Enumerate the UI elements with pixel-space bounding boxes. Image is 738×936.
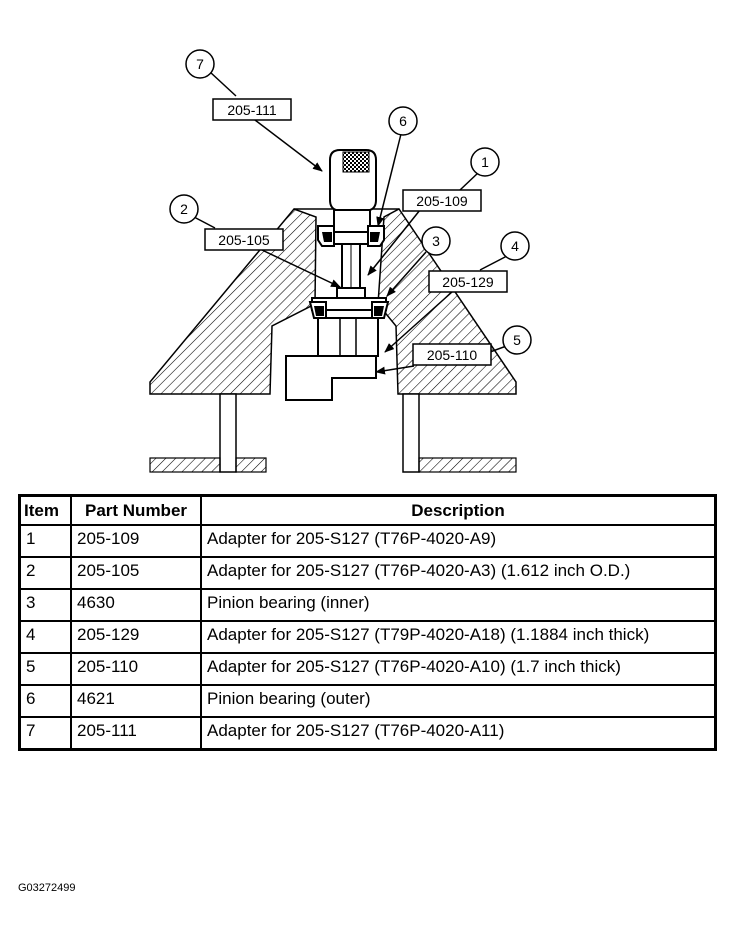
handle-205-111 (329, 149, 377, 235)
table-row: 2 205-105 Adapter for 205-S127 (T76P-402… (18, 556, 717, 590)
table-row: 1 205-109 Adapter for 205-S127 (T76P-402… (18, 524, 717, 558)
figure-id: G03272499 (18, 882, 76, 894)
callout-1: 1 205-109 (402, 147, 500, 212)
svg-text:4: 4 (511, 238, 519, 254)
cell-part-number: 205-129 (70, 620, 202, 654)
cell-item: 4 (18, 620, 72, 654)
svg-text:205-129: 205-129 (442, 274, 494, 290)
inner-bearing (308, 297, 390, 319)
cell-part-number: 205-105 (70, 556, 202, 590)
cell-item: 3 (18, 588, 72, 622)
parts-table: Item Part Number Description 1 205-109 A… (18, 494, 717, 751)
table-header-row: Item Part Number Description (18, 494, 717, 526)
callout-4: 4 205-129 (428, 231, 530, 293)
svg-text:6: 6 (399, 113, 407, 129)
svg-text:205-110: 205-110 (427, 347, 478, 363)
header-description: Description (200, 494, 717, 526)
cell-item: 7 (18, 716, 72, 751)
cell-description: Adapter for 205-S127 (T76P-4020-A9) (200, 524, 717, 558)
callout-2: 2 205-105 (169, 194, 284, 251)
cell-description: Adapter for 205-S127 (T76P-4020-A3) (1.6… (200, 556, 717, 590)
svg-text:3: 3 (432, 233, 440, 249)
cell-description: Pinion bearing (outer) (200, 684, 717, 718)
cell-part-number: 4630 (70, 588, 202, 622)
callout-3: 3 (421, 226, 451, 256)
svg-text:7: 7 (196, 56, 204, 72)
callout-7: 7 205-111 (185, 49, 292, 121)
table-row: 6 4621 Pinion bearing (outer) (18, 684, 717, 718)
cell-item: 5 (18, 652, 72, 686)
svg-text:5: 5 (513, 332, 521, 348)
table-row: 7 205-111 Adapter for 205-S127 (T76P-402… (18, 716, 717, 751)
outer-bearing (317, 225, 385, 247)
svg-text:1: 1 (481, 154, 489, 170)
leader-lines (193, 71, 513, 375)
cell-item: 2 (18, 556, 72, 590)
adapter-205-109 (333, 231, 369, 291)
cell-part-number: 205-111 (70, 716, 202, 751)
svg-text:205-105: 205-105 (218, 232, 270, 248)
cell-description: Pinion bearing (inner) (200, 588, 717, 622)
cell-item: 1 (18, 524, 72, 558)
table-row: 4 205-129 Adapter for 205-S127 (T79P-402… (18, 620, 717, 654)
cell-part-number: 205-110 (70, 652, 202, 686)
table-row: 5 205-110 Adapter for 205-S127 (T76P-402… (18, 652, 717, 686)
table-row: 3 4630 Pinion bearing (inner) (18, 588, 717, 622)
adapter-205-105 (336, 287, 366, 299)
exploded-tool-diagram: 7 205-111 6 1 205-109 2 205-105 3 4 205-… (149, 49, 532, 473)
adapter-205-110 (285, 355, 377, 401)
cell-description: Adapter for 205-S127 (T76P-4020-A10) (1.… (200, 652, 717, 686)
cell-description: Adapter for 205-S127 (T79P-4020-A18) (1.… (200, 620, 717, 654)
cell-item: 6 (18, 684, 72, 718)
svg-text:2: 2 (180, 201, 188, 217)
callout-5: 5 205-110 (412, 325, 532, 366)
callout-6: 6 (388, 106, 418, 136)
cell-description: Adapter for 205-S127 (T76P-4020-A11) (200, 716, 717, 751)
cell-part-number: 4621 (70, 684, 202, 718)
header-part-number: Part Number (70, 494, 202, 526)
svg-text:205-111: 205-111 (227, 102, 277, 118)
cell-part-number: 205-109 (70, 524, 202, 558)
header-item: Item (18, 494, 72, 526)
adapter-205-129 (317, 317, 379, 357)
svg-text:205-109: 205-109 (416, 193, 468, 209)
